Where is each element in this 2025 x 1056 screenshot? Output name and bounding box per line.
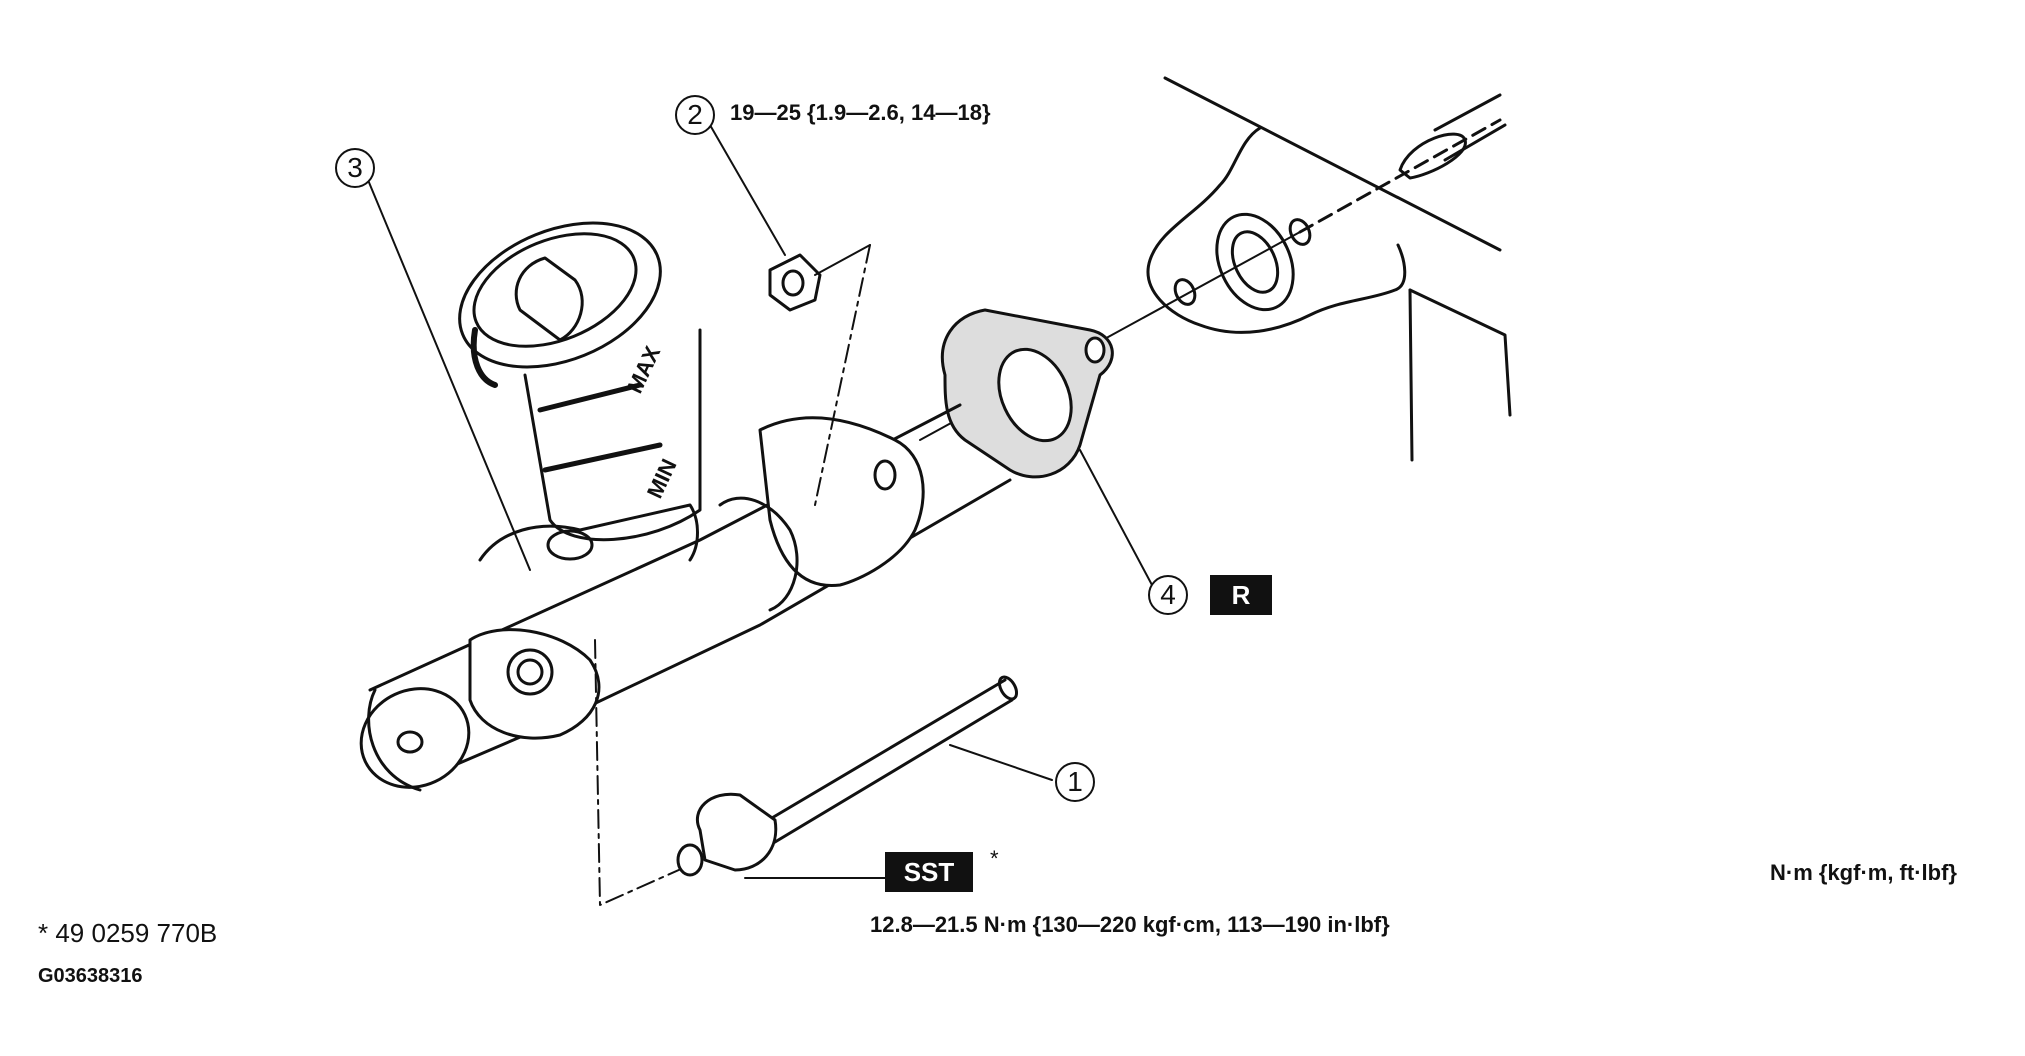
gasket [940, 308, 1114, 479]
flange-nut [768, 253, 822, 312]
callout-3: 3 [335, 148, 375, 188]
callout-1: 1 [1055, 762, 1095, 802]
figure-id: G03638316 [38, 965, 143, 987]
fluid-reservoir [458, 221, 702, 542]
sst-asterisk: * [990, 846, 999, 871]
sst-badge: SST [885, 852, 973, 892]
nut-torque-spec: 19—25 {1.9—2.6, 14—18} [730, 100, 991, 125]
replace-badge: R [1210, 575, 1272, 615]
clutch-master-cylinder [359, 403, 1012, 792]
leader-part2 [709, 124, 786, 256]
pipe-torque-spec: 12.8—21.5 N·m {130—220 kgf·cm, 113—190 i… [870, 912, 1390, 937]
max-mark: MAX [622, 342, 665, 397]
callout-4: 4 [1148, 575, 1188, 615]
sst-part-number: * 49 0259 770B [38, 918, 218, 948]
clutch-pipe [676, 675, 1019, 877]
callout-2: 2 [675, 95, 715, 135]
firewall-panel [1146, 76, 1512, 462]
leader-part3 [367, 179, 531, 571]
leader-part4 [1079, 449, 1161, 601]
min-mark: MIN [642, 455, 682, 502]
units-legend: N·m {kgf·m, ft·lbf} [1770, 860, 1957, 885]
pushrod [1298, 93, 1507, 234]
leader-part1 [949, 744, 1053, 781]
